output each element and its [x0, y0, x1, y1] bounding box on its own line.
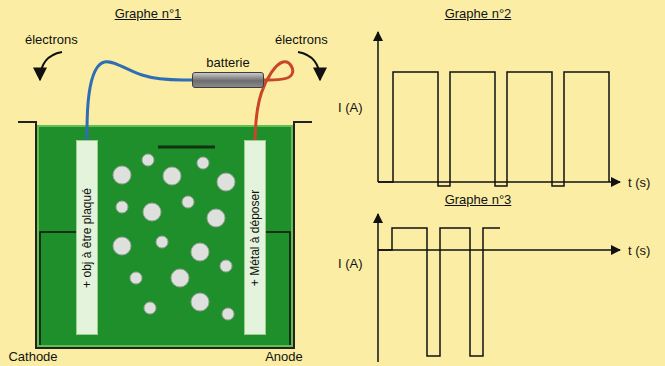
- wire: [87, 62, 192, 140]
- electrode-label: Anode: [265, 349, 303, 364]
- x-axis: [378, 181, 620, 183]
- ion: [113, 166, 131, 184]
- electrolyte-bath: [38, 126, 292, 346]
- ion: [163, 167, 181, 185]
- ion: [191, 243, 209, 261]
- plate-label: + Métal à déposer: [248, 189, 262, 285]
- x-axis: [378, 249, 620, 251]
- electrode-label: Cathode: [8, 349, 57, 364]
- ion: [142, 154, 154, 166]
- graph-title: Graphe n°3: [445, 192, 512, 207]
- ion: [182, 196, 194, 208]
- ion: [156, 236, 168, 248]
- axis-label: I (A): [338, 100, 363, 115]
- leader-line: [266, 232, 290, 345]
- flow-label: électrons: [275, 32, 328, 47]
- ion: [207, 209, 225, 227]
- y-axis: [377, 214, 379, 362]
- ion-group: [113, 154, 235, 320]
- axis-label: I (A): [338, 256, 363, 271]
- battery-label: batterie: [206, 55, 249, 70]
- ion: [171, 269, 189, 287]
- plate-label: + obj à être plaqué: [80, 188, 94, 288]
- ion: [143, 203, 161, 221]
- ion: [222, 308, 234, 320]
- electron-arrow: [40, 52, 62, 80]
- flow-label: électrons: [25, 32, 78, 47]
- y-axis: [377, 32, 379, 182]
- axis-label: t (s): [628, 243, 650, 258]
- pulse-wave: [378, 72, 609, 186]
- axis-label: t (s): [628, 175, 650, 190]
- ion: [116, 201, 128, 213]
- graph-title: Graphe n°2: [445, 6, 512, 21]
- reverse-pulse-wave: [378, 228, 500, 356]
- cathode-plate: + obj à être plaqué: [76, 140, 98, 335]
- ion: [144, 302, 156, 314]
- graph-title: Graphe n°1: [115, 6, 182, 21]
- bath-surface-mark: [158, 146, 215, 149]
- anode-plate: + Métal à déposer: [244, 140, 266, 335]
- battery: batterie: [192, 72, 264, 88]
- leader-line: [40, 232, 76, 345]
- ion: [220, 260, 232, 272]
- ion: [130, 272, 142, 284]
- ion: [113, 237, 131, 255]
- electron-arrow: [298, 52, 320, 80]
- tank-wall: [18, 122, 312, 348]
- ion: [197, 157, 209, 169]
- ion: [217, 173, 235, 191]
- ion: [191, 293, 209, 311]
